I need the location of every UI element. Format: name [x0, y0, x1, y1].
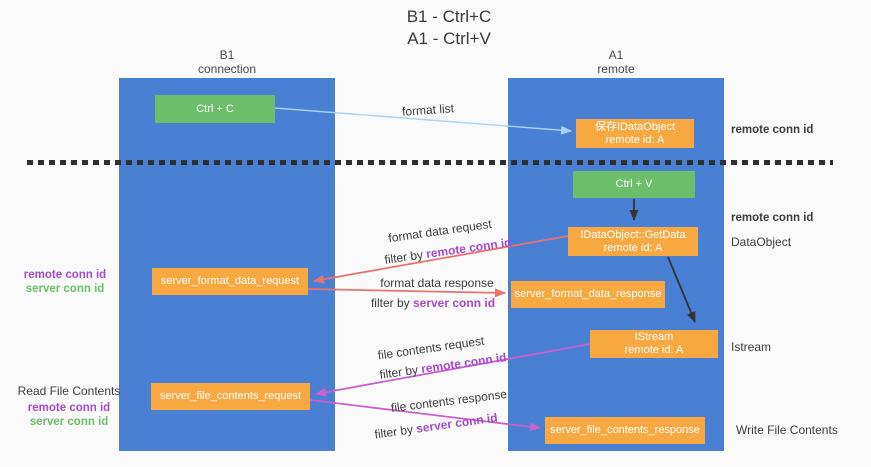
istream-annotation: Istream — [731, 340, 772, 354]
column-header-a1: A1 remote — [541, 48, 691, 76]
server-conn-id-text: server conn id — [412, 296, 496, 310]
istream-line1: IStream — [634, 331, 674, 343]
server-conn-id-annotation: server conn id — [25, 283, 105, 295]
idataobject-getdata-line1: IDataObject::GetData — [580, 228, 686, 241]
filter-by-text: filter by — [370, 296, 413, 310]
left-conn-id-annotation-group: remote conn id server conn id — [14, 268, 116, 296]
column-header-b1: B1 connection — [152, 48, 302, 76]
server-format-data-request-label: server_format_data_request — [160, 275, 300, 287]
diagram-title: B1 - Ctrl+C A1 - Ctrl+V — [249, 6, 649, 50]
format-list-label: format list — [401, 101, 455, 119]
save-idataobject-box: 保存IDataObject remote id: A — [576, 119, 694, 148]
column-a1-subtitle: remote — [597, 62, 635, 76]
ctrl-v-box: Ctrl + V — [573, 171, 695, 198]
column-b1-subtitle: connection — [197, 62, 257, 76]
server-conn-id-text: server conn id — [415, 410, 499, 436]
filter-by-server-label: filter by server conn id — [374, 410, 499, 441]
format-data-response-label: format data response — [380, 276, 494, 290]
istream-box: IStream remote id: A — [590, 330, 718, 358]
save-idataobject-line1: 保存IDataObject — [594, 120, 676, 133]
write-file-contents-annotation: Write File Contents — [736, 423, 838, 437]
ctrl-c-box: Ctrl + C — [155, 95, 275, 123]
dataobject-annotation: DataObject — [731, 235, 792, 249]
filter-by-text: filter by — [373, 421, 418, 442]
title-line-2: A1 - Ctrl+V — [407, 29, 491, 48]
read-file-contents-annotation: Read File Contents — [17, 384, 121, 398]
remote-conn-id-annotation: remote conn id — [731, 212, 814, 224]
column-a1-name: A1 — [608, 48, 624, 62]
idataobject-getdata-line2: remote id: A — [603, 241, 663, 254]
filter-by-text: filter by — [378, 362, 423, 382]
server-format-data-response-box: server_format_data_response — [511, 281, 665, 308]
ctrl-c-label: Ctrl + C — [196, 102, 234, 115]
server-file-contents-request-box: server_file_contents_request — [151, 383, 310, 410]
server-file-contents-response-label: server_file_contents_response — [550, 424, 700, 436]
server-format-data-request-box: server_format_data_request — [152, 268, 308, 295]
server-conn-id-annotation: server conn id — [29, 416, 109, 428]
remote-conn-id-annotation: remote conn id — [23, 269, 107, 281]
ctrl-v-label: Ctrl + V — [615, 178, 653, 190]
server-format-data-response-label: server_format_data_response — [514, 288, 662, 300]
remote-conn-id-annotation: remote conn id — [27, 402, 111, 414]
dashed-divider — [27, 160, 833, 165]
filter-by-server-label: filter by server conn id — [371, 296, 495, 310]
read-file-contents-annotation-group: Read File Contents remote conn id server… — [13, 384, 125, 429]
server-file-contents-response-box: server_file_contents_response — [545, 417, 705, 444]
column-b1-name: B1 — [219, 48, 235, 62]
server-file-contents-request-label: server_file_contents_request — [159, 390, 302, 402]
title-line-1: B1 - Ctrl+C — [406, 7, 492, 26]
remote-conn-id-text: remote conn id — [425, 235, 513, 261]
idataobject-getdata-box: IDataObject::GetData remote id: A — [568, 227, 698, 256]
save-idataobject-line2: remote id: A — [605, 133, 665, 146]
filter-by-text: filter by — [383, 247, 428, 267]
istream-line2: remote id: A — [624, 344, 684, 356]
remote-conn-id-annotation: remote conn id — [731, 124, 814, 136]
